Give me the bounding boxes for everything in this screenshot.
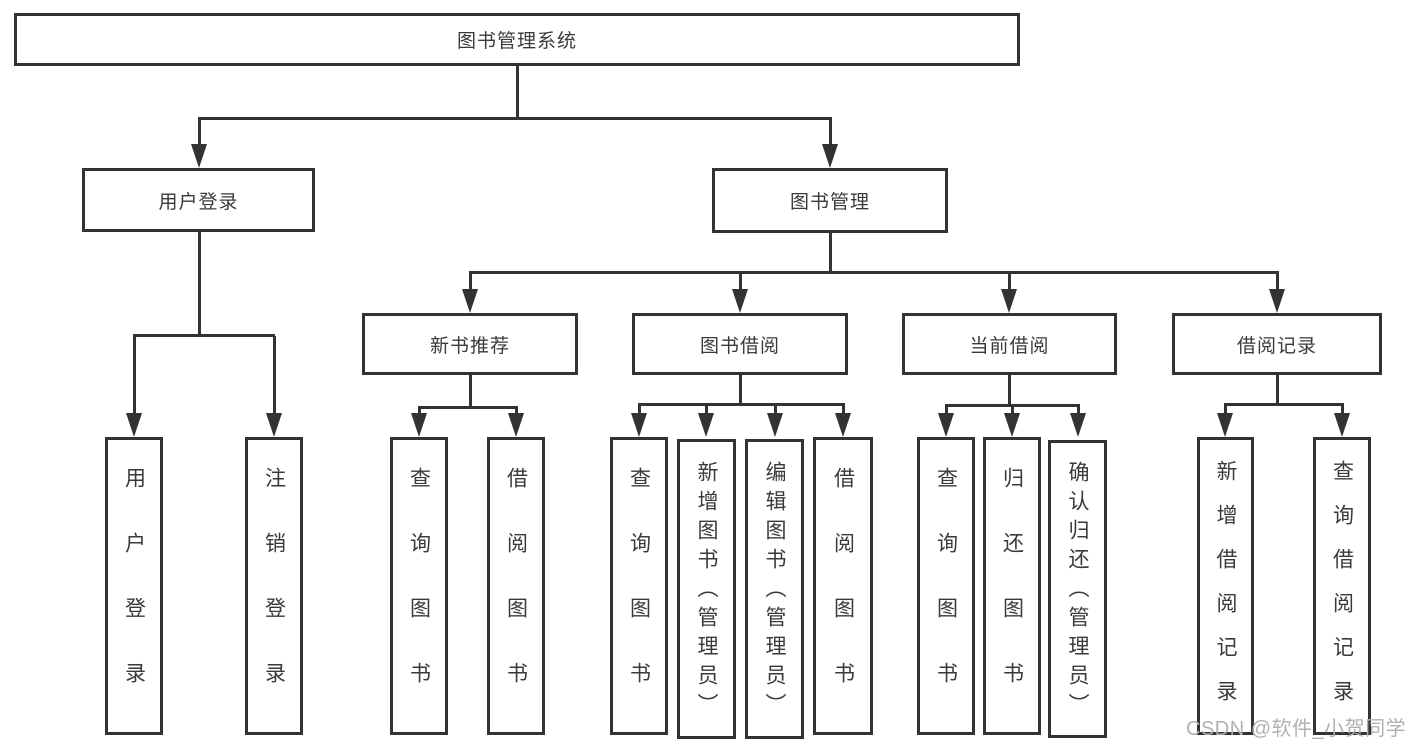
arrow-down-icon xyxy=(266,413,282,437)
leaf-label: 查询图书 xyxy=(934,467,958,727)
arrow-down-icon xyxy=(508,413,524,437)
node-label: 借阅记录 xyxy=(1236,335,1317,357)
node-label: 当前借阅 xyxy=(969,335,1050,357)
connector-line xyxy=(273,336,276,419)
node-label: 图书借阅 xyxy=(699,335,780,357)
leaf-label: 编辑图书（管理员） xyxy=(763,460,786,722)
connector-line xyxy=(198,232,201,336)
arrow-down-icon xyxy=(126,413,142,437)
node-label: 用户登录 xyxy=(158,191,239,213)
arrow-down-icon xyxy=(191,144,207,168)
connector-line xyxy=(945,404,1080,407)
leaf-return-books: 归还图书 xyxy=(983,437,1041,735)
arrow-down-icon xyxy=(1269,289,1285,313)
connector-line xyxy=(1077,406,1080,419)
leaf-edit-book-admin: 编辑图书（管理员） xyxy=(745,439,804,739)
leaf-query-books-newbook: 查询图书 xyxy=(390,437,448,735)
connector-line xyxy=(418,406,518,409)
arrow-down-icon xyxy=(1334,413,1350,437)
arrow-down-icon xyxy=(767,413,783,437)
connector-line xyxy=(638,405,641,419)
arrow-down-icon xyxy=(1217,413,1233,437)
node-book-management: 图书管理 xyxy=(712,168,948,233)
connector-line xyxy=(1008,375,1011,406)
connector-line xyxy=(829,119,832,150)
connector-line xyxy=(469,273,472,295)
leaf-label: 查询图书 xyxy=(407,467,431,727)
node-library-management-system: 图书管理系统 xyxy=(14,13,1020,66)
connector-line xyxy=(198,119,201,150)
leaf-label: 查询图书 xyxy=(627,467,651,727)
node-label: 图书管理系统 xyxy=(456,31,577,52)
arrow-down-icon xyxy=(462,289,478,313)
leaf-logout: 注销登录 xyxy=(245,437,303,735)
connector-line xyxy=(1276,273,1279,295)
leaf-query-books-current: 查询图书 xyxy=(917,437,975,735)
leaf-label: 新增图书（管理员） xyxy=(695,460,718,722)
leaf-query-borrow-record: 查询借阅记录 xyxy=(1313,437,1371,735)
leaf-label: 注销登录 xyxy=(262,467,286,727)
arrow-down-icon xyxy=(835,413,851,437)
arrow-down-icon xyxy=(1001,289,1017,313)
leaf-borrow-books-borrowing: 借阅图书 xyxy=(813,437,873,735)
connector-line xyxy=(1008,273,1011,295)
connector-line xyxy=(739,273,742,295)
node-book-borrowing: 图书借阅 xyxy=(632,313,848,375)
connector-line xyxy=(705,405,708,419)
leaf-borrow-books-newbook: 借阅图书 xyxy=(487,437,545,735)
leaf-add-book-admin: 新增图书（管理员） xyxy=(677,439,736,739)
leaf-label: 借阅图书 xyxy=(831,467,855,727)
leaf-label: 确认归还（管理员） xyxy=(1066,460,1089,722)
node-label: 新书推荐 xyxy=(429,335,510,357)
connector-line xyxy=(198,117,832,120)
arrow-down-icon xyxy=(1070,413,1086,437)
connector-line xyxy=(133,334,275,337)
arrow-down-icon xyxy=(822,144,838,168)
connector-line xyxy=(1276,375,1279,405)
connector-line xyxy=(1011,406,1014,419)
node-current-borrowing: 当前借阅 xyxy=(902,313,1117,375)
arrow-down-icon xyxy=(732,289,748,313)
connector-line xyxy=(133,336,136,419)
connector-line xyxy=(774,405,777,419)
node-borrowing-records: 借阅记录 xyxy=(1172,313,1382,375)
leaf-user-login: 用户登录 xyxy=(105,437,163,735)
leaf-label: 归还图书 xyxy=(1000,467,1024,727)
arrow-down-icon xyxy=(411,413,427,437)
connector-line xyxy=(516,66,519,119)
arrow-down-icon xyxy=(698,413,714,437)
connector-line xyxy=(1341,405,1344,419)
node-label: 图书管理 xyxy=(789,192,870,213)
leaf-label: 查询借阅记录 xyxy=(1330,460,1354,724)
leaf-confirm-return-admin: 确认归还（管理员） xyxy=(1048,440,1107,738)
connector-line xyxy=(469,271,1279,274)
connector-line xyxy=(469,375,472,408)
arrow-down-icon xyxy=(1004,413,1020,437)
connector-line xyxy=(638,403,845,406)
arrow-down-icon xyxy=(938,413,954,437)
connector-line xyxy=(829,233,832,273)
connector-line xyxy=(842,405,845,419)
connector-line xyxy=(945,406,948,419)
connector-line xyxy=(1224,403,1344,406)
connector-line xyxy=(1224,405,1227,419)
node-user-login: 用户登录 xyxy=(82,168,315,232)
leaf-label: 新增借阅记录 xyxy=(1214,460,1237,724)
leaf-query-books-borrowing: 查询图书 xyxy=(610,437,668,735)
arrow-down-icon xyxy=(631,413,647,437)
leaf-add-borrow-record: 新增借阅记录 xyxy=(1197,437,1254,735)
leaf-label: 借阅图书 xyxy=(504,467,528,727)
node-new-book-recommendation: 新书推荐 xyxy=(362,313,578,375)
csdn-watermark: CSDN @软件_小贺同学 xyxy=(1186,718,1405,740)
leaf-label: 用户登录 xyxy=(122,467,146,727)
connector-line xyxy=(739,375,742,405)
